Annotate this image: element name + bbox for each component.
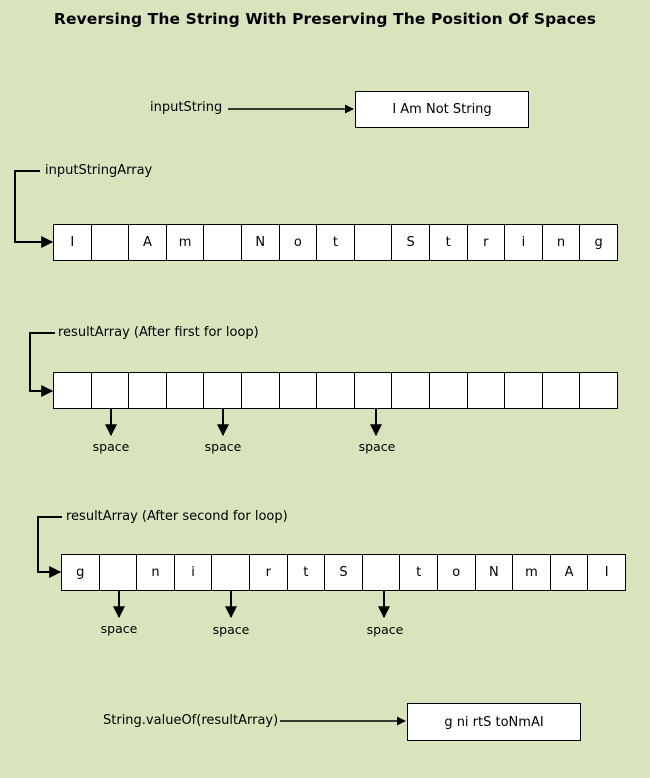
array-cell: S [392, 224, 430, 261]
array-cell [204, 372, 242, 409]
output-value-box: g ni rtS toNmAI [407, 703, 581, 741]
space-label: space [212, 622, 250, 637]
array-cell: t [317, 224, 355, 261]
result-second-row: g n i r t S t o N m A I [61, 554, 626, 591]
array-cell [505, 372, 543, 409]
array-cell: g [62, 554, 100, 591]
array-cell [241, 372, 280, 409]
array-cell: I [588, 554, 626, 591]
array-cell [354, 224, 393, 261]
input-string-value-box: I Am Not String [355, 91, 529, 128]
array-cell [467, 372, 506, 409]
result-first-elbow-arrow [29, 332, 55, 397]
array-cell: m [513, 554, 551, 591]
array-cell: o [437, 554, 476, 591]
array-cell: i [505, 224, 543, 261]
result-second-elbow-arrow [37, 516, 62, 578]
result-first-row [53, 372, 618, 409]
array-cell [542, 372, 581, 409]
array-cell [354, 372, 393, 409]
array-cell [279, 372, 318, 409]
input-array-label: inputStringArray [45, 163, 153, 178]
array-cell: A [129, 224, 167, 261]
array-cell [54, 372, 92, 409]
array-cell: S [325, 554, 363, 591]
diagram-title: Reversing The String With Preserving The… [53, 10, 597, 28]
output-label: String.valueOf(resultArray) [103, 713, 279, 728]
array-cell [91, 372, 130, 409]
array-cell: N [241, 224, 280, 261]
array-cell: n [137, 554, 175, 591]
array-cell [99, 554, 138, 591]
array-cell [129, 372, 167, 409]
array-cell: g [580, 224, 618, 261]
array-cell: r [249, 554, 288, 591]
result-second-label: resultArray (After second for loop) [66, 509, 288, 524]
array-cell [429, 372, 468, 409]
array-cell: A [550, 554, 589, 591]
array-cell [212, 554, 250, 591]
array-cell: i [174, 554, 213, 591]
array-cell [204, 224, 242, 261]
input-string-label: inputString [150, 100, 223, 115]
space-label: space [366, 622, 404, 637]
space-label: space [92, 439, 130, 454]
array-cell: n [542, 224, 581, 261]
array-cell: t [400, 554, 438, 591]
array-cell: t [429, 224, 468, 261]
input-array-elbow-arrow [14, 170, 54, 248]
array-cell [317, 372, 355, 409]
result-first-label: resultArray (After first for loop) [58, 325, 259, 340]
space-label: space [204, 439, 242, 454]
space-label: space [100, 621, 138, 636]
array-cell: N [475, 554, 514, 591]
space-label: space [358, 439, 396, 454]
array-cell [166, 372, 205, 409]
array-cell: m [166, 224, 205, 261]
array-cell: r [467, 224, 506, 261]
array-cell [362, 554, 401, 591]
array-cell [91, 224, 130, 261]
input-array-row: I A m N o t S t r i n g [53, 224, 618, 261]
array-cell: I [54, 224, 92, 261]
array-cell: o [279, 224, 318, 261]
array-cell: t [287, 554, 326, 591]
array-cell [392, 372, 430, 409]
array-cell [580, 372, 618, 409]
